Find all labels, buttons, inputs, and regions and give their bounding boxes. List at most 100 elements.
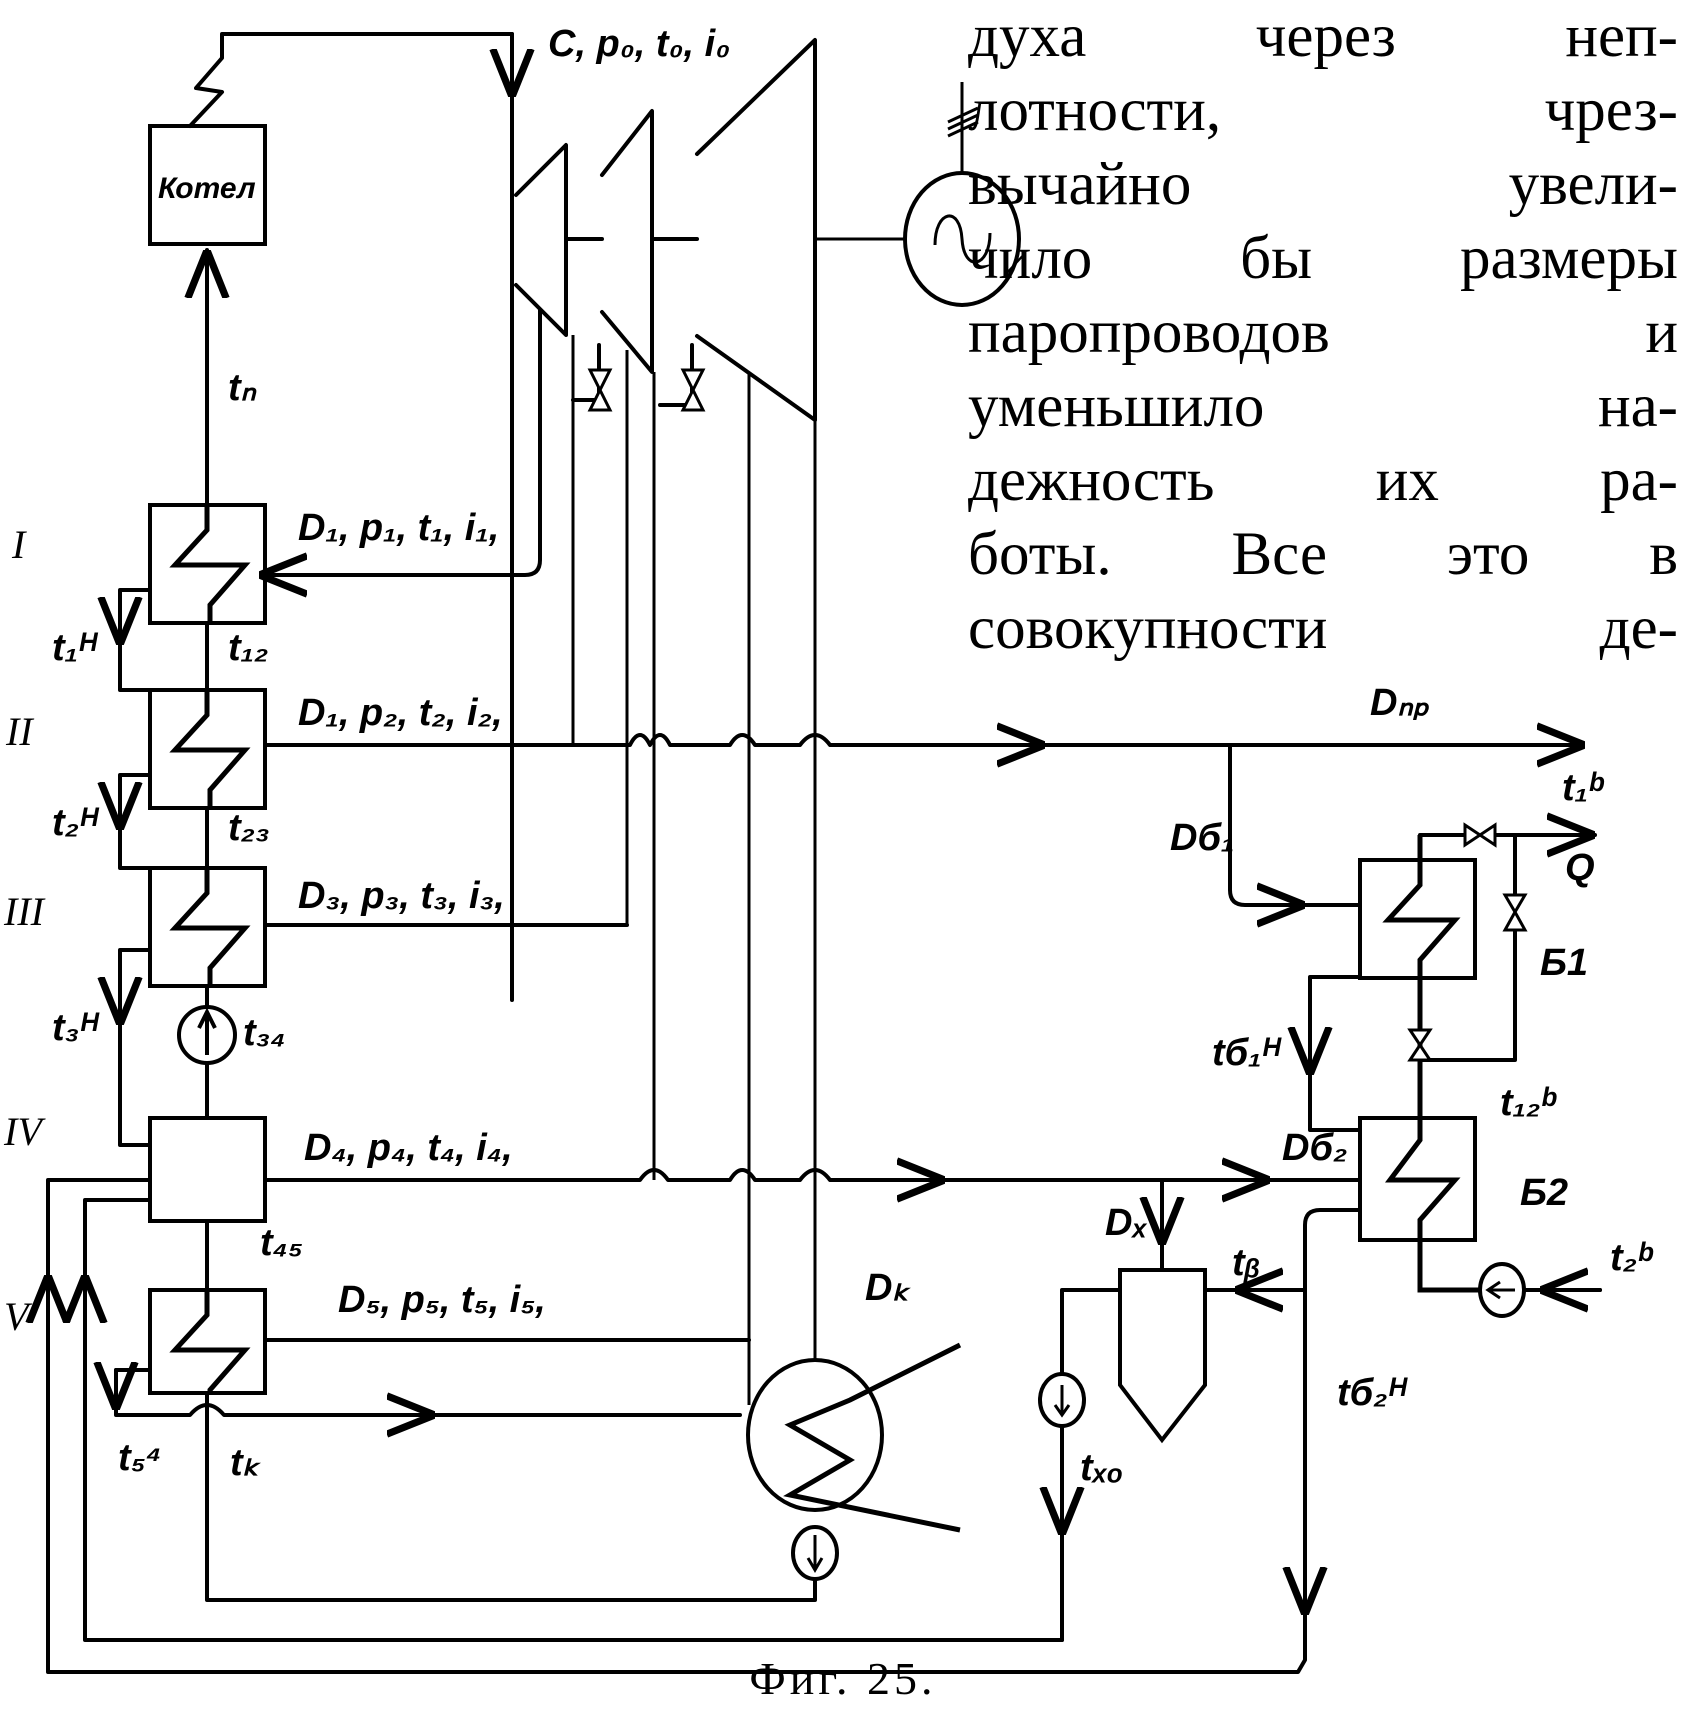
boiler-heater-b1 [1358,835,1477,1060]
figure-caption: Фиг. 25. [749,1653,937,1704]
stage-label-4: IV [3,1109,46,1154]
b2-drain-line [1303,1208,1362,1332]
boiler-label: Котел [158,172,256,205]
d-b2-label: Dб₂ [1282,1127,1347,1169]
t12b-label: t₁₂ᵇ [1500,1082,1558,1124]
steam-4-header [263,1168,1367,1182]
condensate-pump[interactable] [791,1525,839,1581]
process-steam-label: Dₙₚ [1370,682,1430,724]
extraction-1-label: D₁, p₁, t₁, i₁, [298,507,499,549]
side-text-line: духа через неп- [968,3,1678,70]
extraction-5-label: D₅, p₅, t₅, i₅, [338,1279,546,1321]
stage-label-5: V [4,1294,33,1339]
heater-2 [148,688,267,810]
pump-arrow-up-icon [197,1007,217,1055]
pump-arrow-down-icon [806,1535,824,1573]
heater-5-coil [169,1290,251,1393]
phase-mark-1 [947,106,979,124]
pump-arrow-left-icon [1485,1280,1515,1300]
heater-3-coil [169,868,251,986]
drain-1-label: t₁ᴴ [52,627,99,669]
txo-line [1060,1288,1122,1377]
side-text-line: вычайно увели- [968,151,1678,218]
dx-label: Dₓ [1105,1202,1147,1244]
steam-to-b1-line [1228,743,1362,907]
evaporator [1118,1268,1207,1444]
network-pump[interactable] [1478,1262,1526,1318]
side-text-line: дежность их ра- [968,447,1678,514]
turbine-hp-section [514,143,568,337]
temp-t45-label: t₄₅ [260,1222,303,1264]
heater-2-coil [169,690,251,808]
b1-drain-line [1308,975,1362,1132]
side-text-line: боты. Все это в [968,521,1678,588]
return-line-mid [83,1198,1064,1642]
tb-label: tᵦ [1232,1242,1261,1284]
condenser-shell [746,1358,884,1512]
phase-mark-3 [947,120,979,138]
txo-label: tₓₒ [1080,1447,1124,1489]
ac-wave-icon [933,214,992,264]
side-text-line: совокупности де- [968,595,1678,662]
boiler-box [148,124,267,246]
drain-3-line [118,948,152,1147]
valve-icon[interactable] [1463,822,1497,848]
temp-t12-label: t₁₂ [228,627,269,669]
temp-t23-label: t₂₃ [228,807,270,849]
boiler-heater-b2 [1358,1060,1480,1293]
valve-icon[interactable] [1502,893,1528,932]
extraction-3-label: D₃, p₃, t₃, i₃, [298,875,505,917]
d-b1-label: Dб₁ [1170,817,1234,859]
feed-pump[interactable] [177,1005,237,1065]
condensate-return-line [205,1498,817,1602]
extraction-1-line [263,308,542,577]
temp-t34-label: t₃₄ [243,1012,286,1054]
heater-4 [148,1116,267,1223]
evaporator-body [1118,1268,1207,1444]
drain-2-line [118,773,152,870]
b1-label: Б1 [1540,942,1588,984]
valve-icon[interactable] [680,368,706,412]
boiler: Котел [148,32,512,1002]
drain-5-line [114,1368,742,1417]
turbine-ip-section [600,109,654,374]
turbine-lp-section [695,38,817,422]
stage-label-1: I [11,522,27,567]
condenser [746,1342,962,1533]
side-text-line: лотности, чрез- [968,77,1678,144]
condenser-coil [783,1342,962,1533]
extraction-4-label: D₄, p₄, t₄, i₄, [304,1127,513,1169]
temp-tk-label: tₖ [230,1442,262,1484]
b2-coil [1385,1060,1480,1293]
extraction-2-label: D₁, p₂, t₂, i₂, [298,692,503,734]
t2b-label: t₂ᵇ [1610,1237,1654,1279]
b1-bypass-line [1418,833,1517,1062]
drain-3-label: t₃ᴴ [52,1007,100,1049]
main-steam-label: C, p₀, t₀, i₀ [548,23,730,65]
generator [903,82,1021,307]
stage-label-2: II [5,709,34,754]
tb2h-label: tб₂ᴴ [1337,1372,1409,1414]
heater-3 [148,866,267,988]
drain-5-label: t₅⁴ [118,1437,162,1479]
tb1h-label: tб₁ᴴ [1212,1032,1283,1074]
valve-icon[interactable] [1407,1028,1433,1062]
drain-1-line [118,588,152,692]
side-text-line: чило бы размеры [968,225,1678,292]
heater-4-box [148,1116,267,1223]
makeup-pump[interactable] [1038,1372,1086,1428]
phase-mark-2 [947,113,979,131]
stage-label-3: III [3,889,46,934]
condenser-label: Dₖ [865,1267,911,1309]
q-label: Q [1565,847,1595,889]
b2-label: Б2 [1520,1172,1568,1214]
side-text-line: уменьшило на- [968,373,1678,440]
pump-arrow-down-icon [1053,1385,1071,1418]
steam-2-header [263,733,1512,747]
side-text-column: духа через неп- лотности, чрез- вычайно … [968,0,1678,666]
feedwater-temp-label: tₙ [228,367,258,409]
heater-1 [148,503,267,625]
valve-icon[interactable] [587,368,613,412]
heater-5 [148,1288,267,1395]
